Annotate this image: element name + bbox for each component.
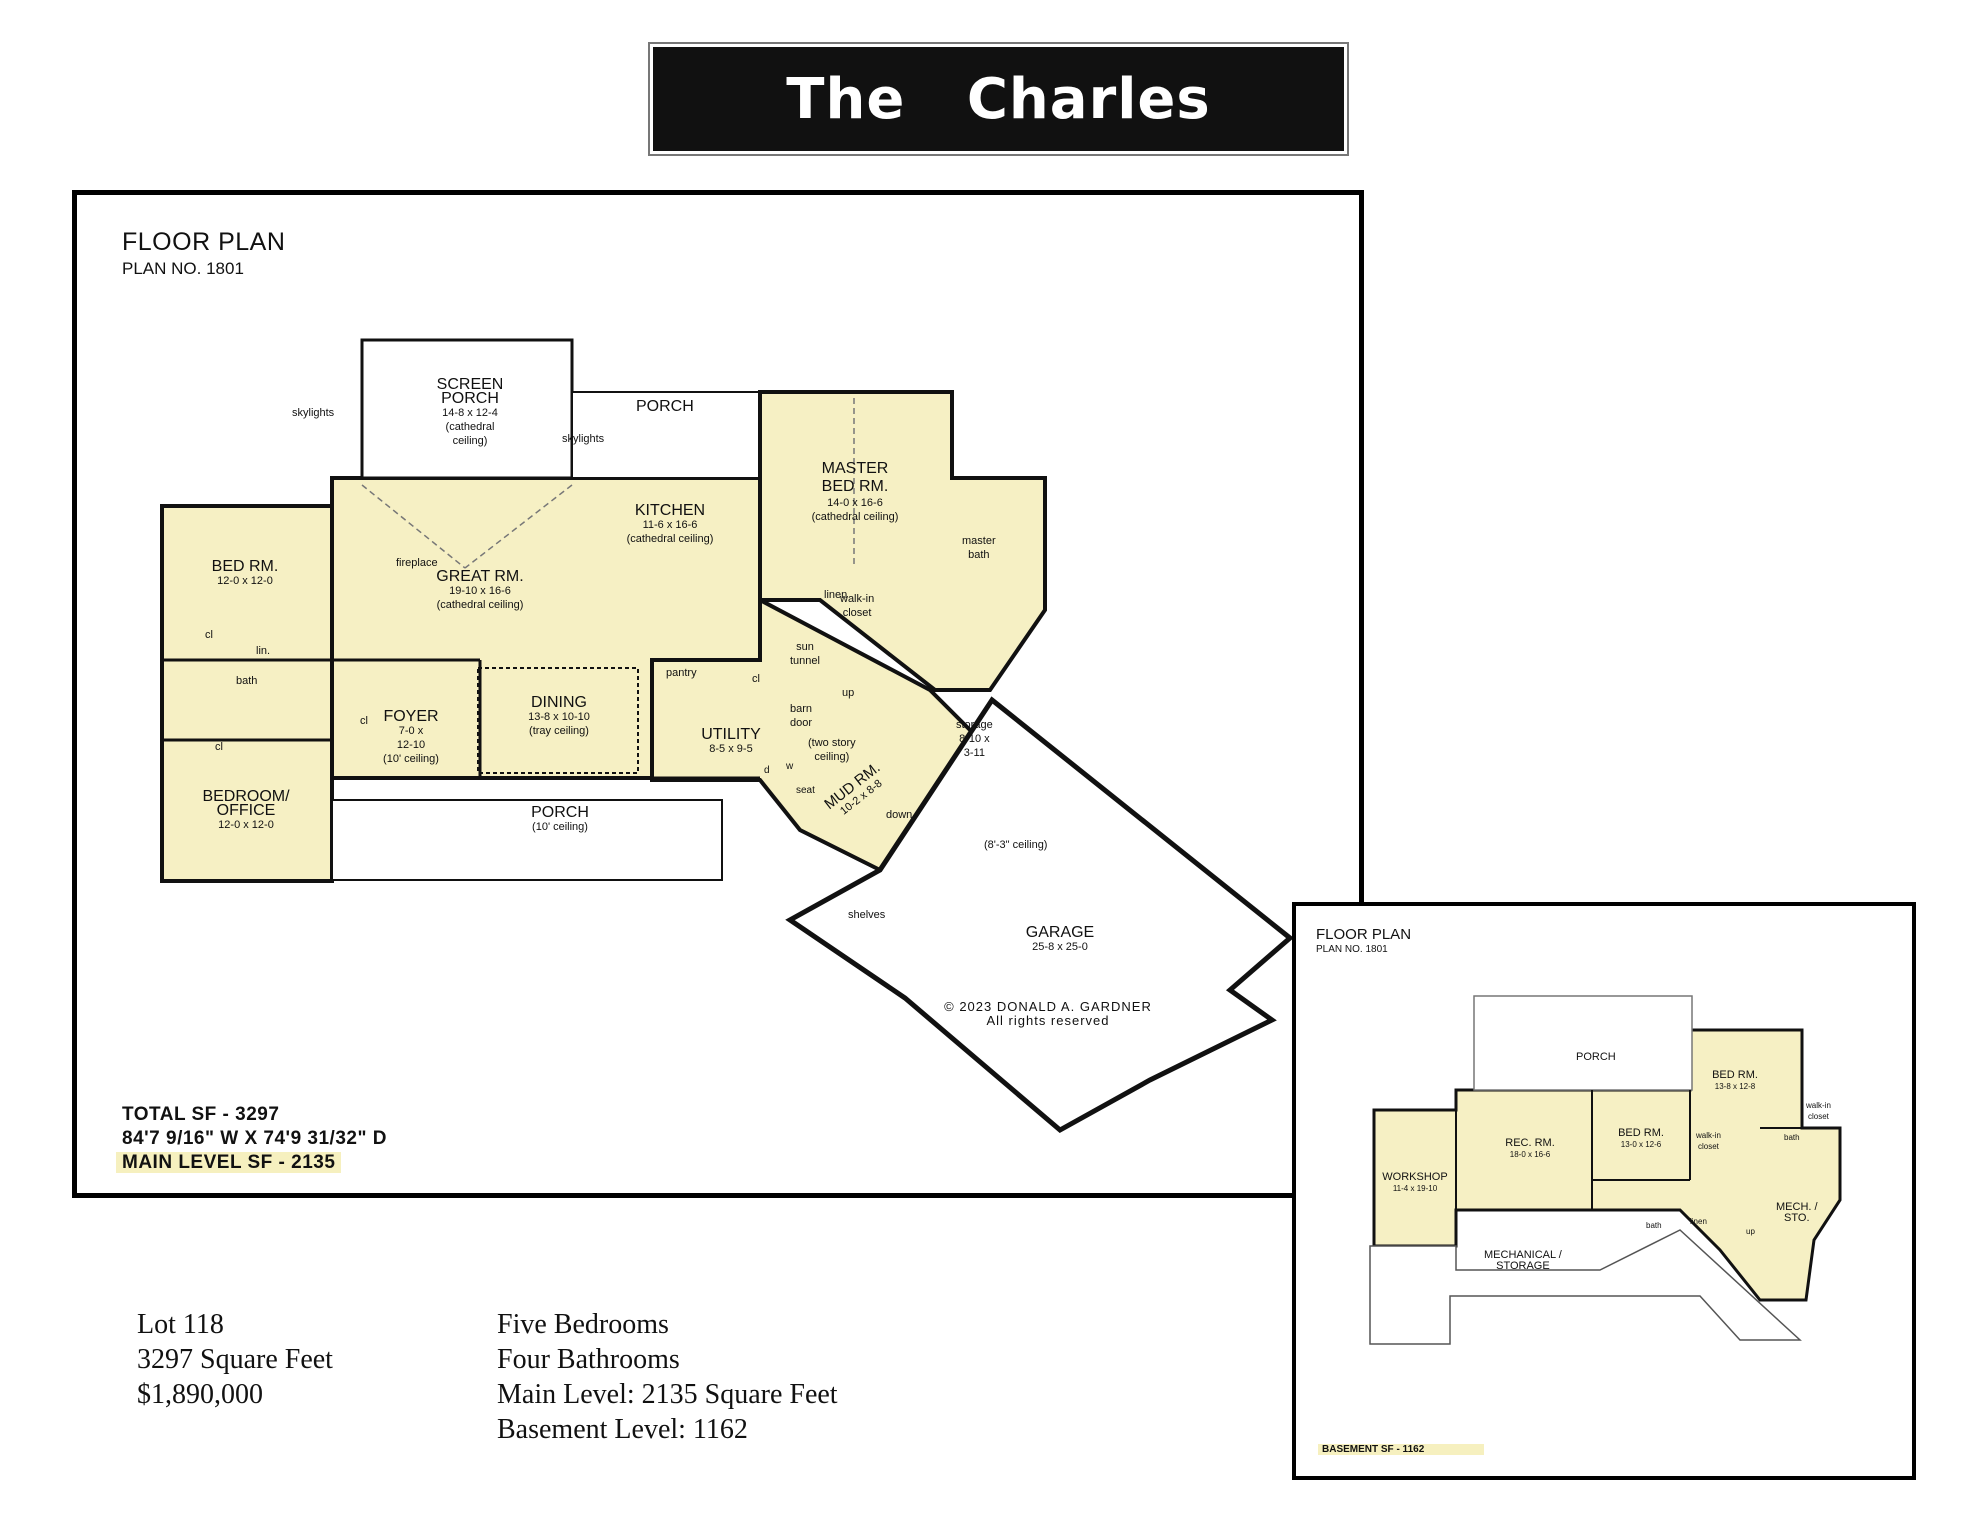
front-porch-shape bbox=[331, 799, 723, 881]
main-level-square-feet: Main Level: 2135 Square Feet bbox=[497, 1379, 838, 1410]
basement-plan-number: PLAN NO. 1801 bbox=[1316, 944, 1388, 955]
garage-shape bbox=[785, 696, 1294, 1134]
plan-dimensions: 84'7 9/16" W X 74'9 31/32" D bbox=[122, 1128, 387, 1149]
screen-porch-shape bbox=[360, 338, 574, 480]
main-level-sf: MAIN LEVEL SF - 2135 bbox=[116, 1152, 342, 1173]
basement-sf: BASEMENT SF - 1162 bbox=[1318, 1444, 1485, 1455]
title-banner: The Charles bbox=[648, 42, 1349, 156]
square-feet: 3297 Square Feet bbox=[137, 1344, 333, 1375]
price: $1,890,000 bbox=[137, 1379, 263, 1410]
listing-right-block: Five Bedrooms Four Bathrooms Main Level:… bbox=[497, 1307, 838, 1447]
basement-level-square-feet: Basement Level: 1162 bbox=[497, 1414, 748, 1445]
master-suite-shape bbox=[758, 390, 1047, 692]
bedrooms: Five Bedrooms bbox=[497, 1309, 669, 1340]
lot-number: Lot 118 bbox=[137, 1309, 224, 1340]
listing-left-block: Lot 118 3297 Square Feet $1,890,000 bbox=[137, 1307, 333, 1412]
bathrooms: Four Bathrooms bbox=[497, 1344, 680, 1375]
basement-plan-heading: FLOOR PLAN bbox=[1316, 926, 1412, 943]
total-sf: TOTAL SF - 3297 bbox=[122, 1104, 280, 1125]
page-title: The Charles bbox=[786, 66, 1211, 132]
back-porch-shape bbox=[571, 391, 761, 479]
main-plan-number: PLAN NO. 1801 bbox=[122, 259, 244, 278]
main-plan-heading: FLOOR PLAN bbox=[122, 228, 286, 256]
